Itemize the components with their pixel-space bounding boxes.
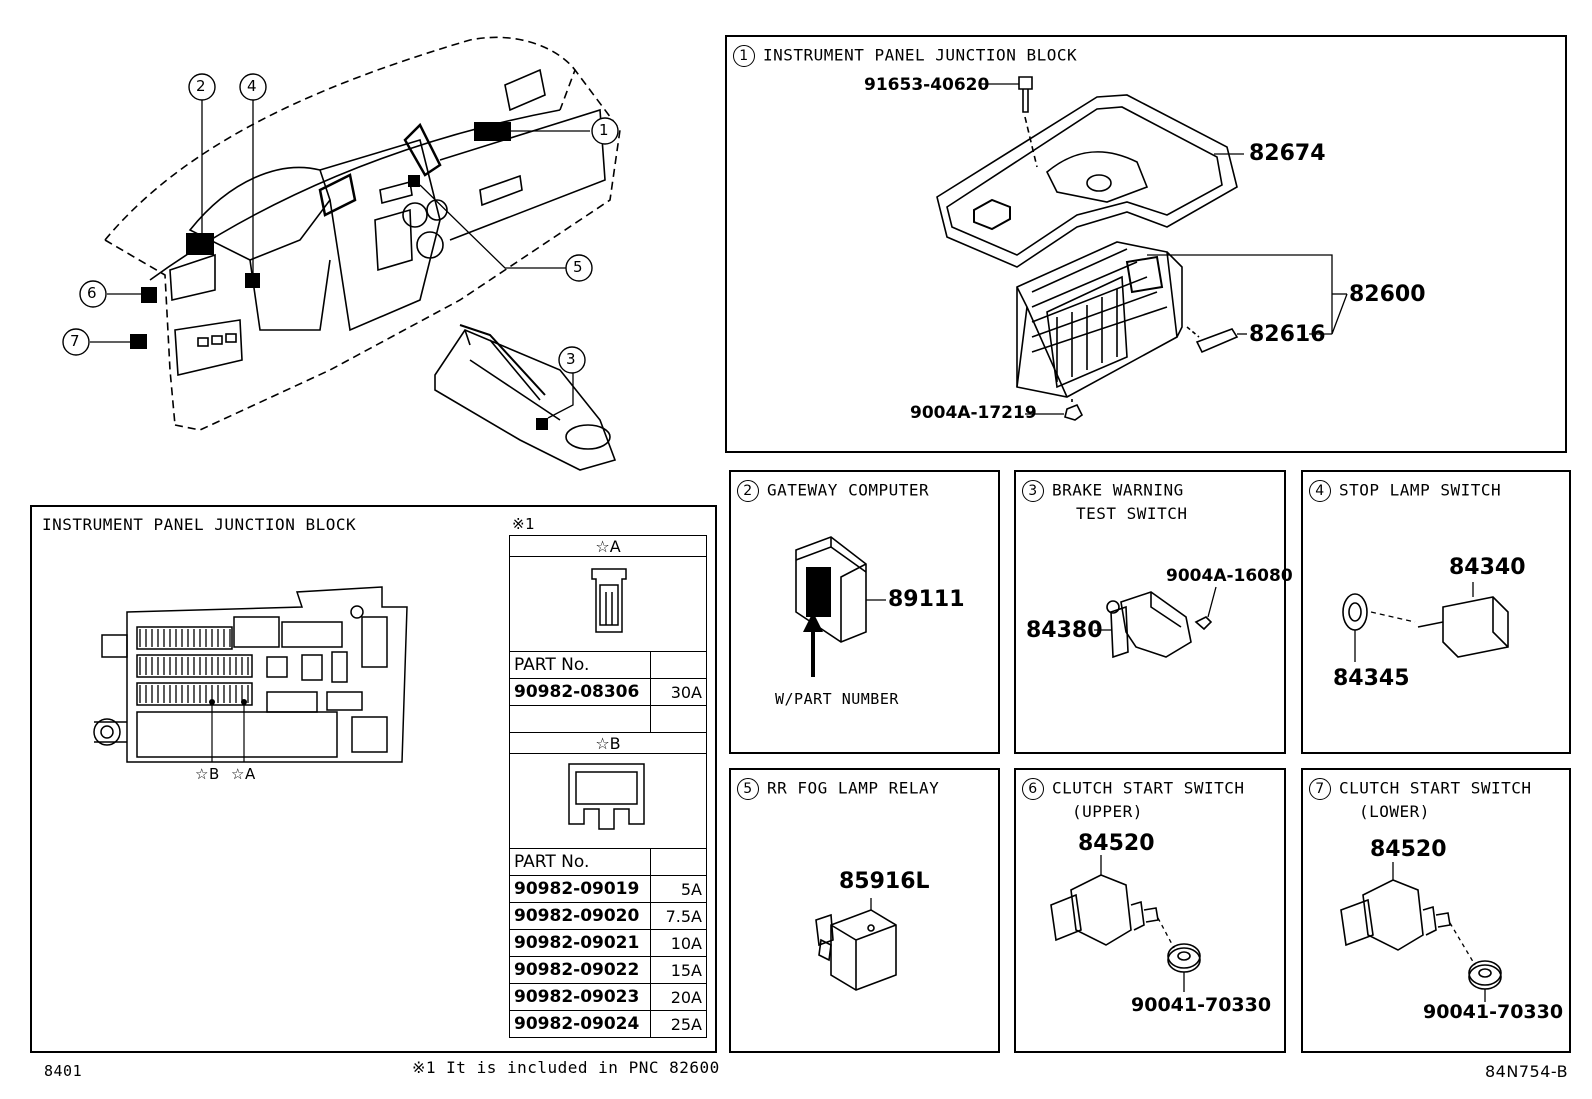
fuse-a-image-cell: [509, 556, 707, 652]
group-a-pn-label: PART No.: [509, 651, 651, 679]
section-5-number: 5: [737, 778, 759, 800]
block-part-number: 82600: [1349, 282, 1426, 307]
junction-block-illustration: [936, 76, 1348, 421]
fuse-part-number: 90982-08306: [509, 678, 651, 706]
section-3-title-2: TEST SWITCH: [1076, 504, 1188, 523]
clutch-lower-illustration: [1340, 862, 1502, 1002]
fuse-amperage: 7.5A: [649, 902, 708, 930]
clutch-upper-illustration: [1050, 855, 1201, 992]
cover-part-number: 82674: [1249, 141, 1326, 166]
table-note-marker: ※1: [512, 515, 536, 533]
callout-3: 3: [566, 350, 577, 368]
section-7-title-2: (LOWER): [1359, 802, 1430, 821]
clutch-upper-part-number: 84520: [1078, 831, 1155, 856]
callout-7: 7: [70, 332, 81, 350]
fuse-part-number: 90982-09021: [509, 929, 651, 957]
junction-block-fuse-panel: INSTRUMENT PANEL JUNCTION BLOCK: [30, 505, 717, 1053]
clip-part-number: 82616: [1249, 322, 1326, 347]
fuse-part-number: 90982-09024: [509, 1010, 651, 1038]
fuse-amperage: 5A: [649, 875, 708, 903]
fuse-amperage: 10A: [649, 929, 708, 957]
stop-lamp-switch-part-number: 84340: [1449, 555, 1526, 580]
brake-switch-illustration: [1094, 586, 1217, 659]
callout-5: 5: [573, 258, 584, 276]
part-number-note: W/PART NUMBER: [775, 690, 899, 708]
footer-drawing-id: 84N754-B: [1485, 1062, 1569, 1081]
section-4-number: 4: [1309, 480, 1331, 502]
section-7-number: 7: [1309, 778, 1331, 800]
fuse-marker-a: ☆A: [231, 765, 256, 783]
callout-1: 1: [599, 121, 610, 139]
relay-part-number: 85916L: [839, 869, 930, 894]
dashboard-overview: 1 2 4 5 6 7 3: [0, 0, 700, 480]
fuse-b-image-cell: [509, 753, 707, 849]
callout-4: 4: [247, 77, 258, 95]
fuse-marker-b: ☆B: [195, 765, 220, 783]
group-a-header: ☆A: [509, 535, 707, 557]
fuse-part-number: 90982-09023: [509, 983, 651, 1011]
callout-2: 2: [196, 77, 207, 95]
fuse-amperage: 15A: [649, 956, 708, 984]
section-6-number: 6: [1022, 778, 1044, 800]
bolt-part-number: 91653-40620: [864, 75, 990, 95]
footer-note: ※1 It is included in PNC 82600: [412, 1058, 720, 1077]
brake-switch-part-number: 84380: [1026, 618, 1103, 643]
cushion-part-number: 84345: [1333, 666, 1410, 691]
callout-6: 6: [87, 284, 98, 302]
fuse-amperage: 30A: [649, 678, 708, 706]
relay-illustration: [815, 898, 897, 991]
fuse-b-icon: [568, 763, 645, 830]
clutch-lower-nut-part-number: 90041-70330: [1423, 1001, 1564, 1023]
group-b-pn-label: PART No.: [509, 848, 651, 876]
section-1-number: 1: [733, 45, 755, 67]
nut-part-number: 9004A-17219: [910, 403, 1037, 423]
fuse-panel-title: INSTRUMENT PANEL JUNCTION BLOCK: [42, 515, 357, 534]
fuse-block-illustration: [93, 586, 408, 763]
section-2-number: 2: [737, 480, 759, 502]
stop-lamp-switch-illustration: [1342, 582, 1509, 662]
clutch-lower-part-number: 84520: [1370, 837, 1447, 862]
fuse-a-icon: [591, 568, 627, 633]
clutch-upper-nut-part-number: 90041-70330: [1131, 994, 1272, 1016]
fuse-part-number: 90982-09019: [509, 875, 651, 903]
gateway-part-number: 89111: [888, 587, 965, 612]
fuse-amperage: 20A: [649, 983, 708, 1011]
fuse-amperage: 25A: [649, 1010, 708, 1038]
section-3-number: 3: [1022, 480, 1044, 502]
section-6-title-2: (UPPER): [1072, 802, 1143, 821]
gateway-computer-illustration: [795, 536, 886, 677]
group-b-header: ☆B: [509, 732, 707, 754]
fuse-part-number: 90982-09022: [509, 956, 651, 984]
dashboard-illustration: [62, 36, 621, 471]
footer-page-code: 8401: [44, 1062, 83, 1080]
screw-part-number: 9004A-16080: [1166, 566, 1293, 586]
fuse-part-number: 90982-09020: [509, 902, 651, 930]
